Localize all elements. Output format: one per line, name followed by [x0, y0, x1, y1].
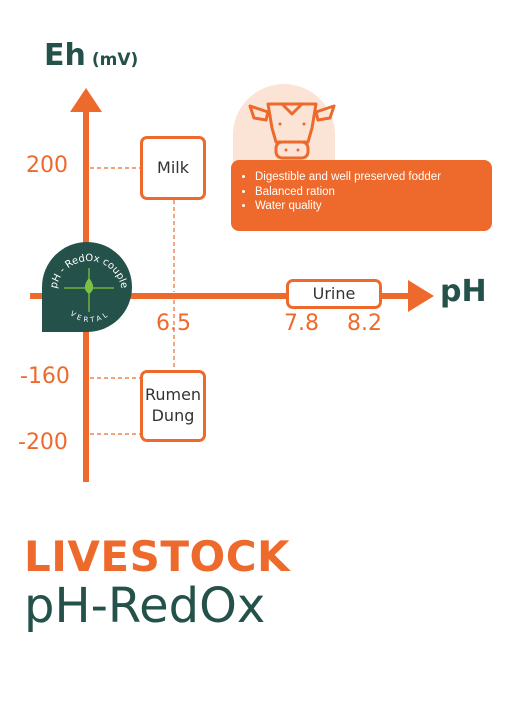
milk-label: Milk [157, 157, 189, 177]
x-axis-arrow [408, 280, 434, 312]
x-tick-6-5: 6.5 [156, 311, 191, 336]
y-axis-title: Eh [44, 38, 86, 73]
info-bullet: Balanced ration [255, 185, 492, 200]
y-axis-label: Eh(mV) [44, 38, 138, 73]
urine-label: Urine [312, 283, 356, 303]
cow-icon-background [233, 84, 335, 170]
y-tick-minus160: -160 [20, 364, 70, 389]
rumen-label: Rumen [144, 385, 202, 405]
y-axis-unit: (mV) [91, 50, 139, 70]
rumen-dung-box: Rumen Dung [140, 370, 206, 442]
dung-label: Dung [151, 406, 195, 425]
y-axis-arrow [70, 88, 102, 112]
ph-redox-badge: pH - RedOx couple VERTAL [42, 242, 132, 332]
page-title-livestock: LIVESTOCK [24, 532, 291, 581]
y-tick-200: 200 [26, 153, 68, 178]
page-title-ph-redox: pH-RedOx [24, 578, 266, 634]
info-card: Digestible and well preserved fodder Bal… [231, 160, 492, 231]
y-tick-minus200: -200 [18, 430, 68, 455]
info-bullet: Digestible and well preserved fodder [255, 170, 492, 185]
x-tick-8-2: 8.2 [347, 311, 382, 336]
milk-box: Milk [140, 136, 206, 200]
x-tick-7-8: 7.8 [284, 311, 319, 336]
x-axis-label: pH [440, 274, 487, 309]
leaf-icon [84, 278, 94, 294]
cow-icon [248, 102, 336, 160]
info-bullet: Water quality [255, 199, 492, 214]
info-list: Digestible and well preserved fodder Bal… [231, 160, 492, 214]
urine-box: Urine [286, 279, 382, 309]
